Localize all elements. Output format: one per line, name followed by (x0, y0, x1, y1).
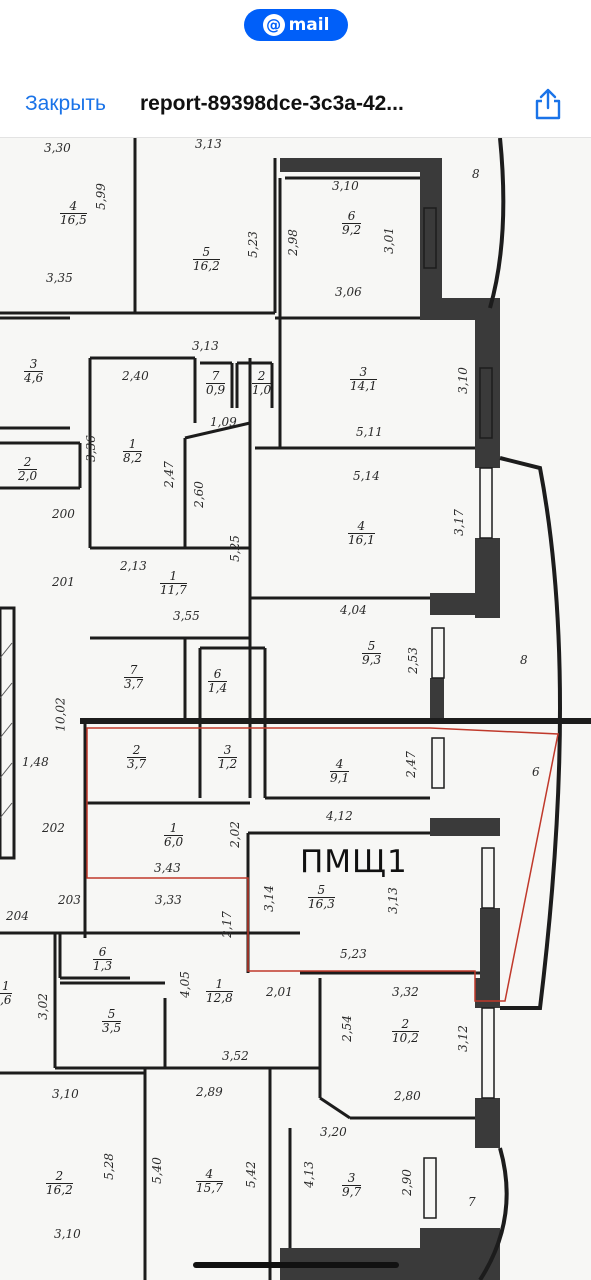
dimension-label: 8 (520, 653, 528, 667)
dimension-label: 5,42 (243, 1161, 258, 1188)
dimension-label: 4,13 (301, 1161, 316, 1188)
dimension-label: 3,01 (381, 227, 396, 254)
dimension-label: 10,02 (53, 697, 68, 732)
premises-label: ПМЩ1 (300, 844, 408, 880)
dimension-label: 3,13 (195, 137, 222, 151)
home-indicator[interactable] (193, 1262, 399, 1268)
dimension-label: 3,13 (385, 887, 400, 914)
dimension-label: 3,33 (155, 893, 182, 907)
dimension-label: 3,02 (35, 993, 50, 1020)
dimension-label: 201 (52, 575, 75, 589)
at-icon: @ (262, 14, 285, 36)
dimension-label: 3,06 (335, 285, 362, 299)
dimension-label: 3,35 (46, 271, 73, 285)
dimension-label: 2,80 (394, 1089, 421, 1103)
dimension-label: 5,99 (93, 183, 108, 210)
dimension-label: 1,09 (210, 415, 237, 429)
dimension-label: 3,10 (332, 179, 359, 193)
document-title: report-89398dce-3c3a-42... (140, 92, 404, 115)
dimension-label: 3,55 (173, 609, 200, 623)
dimension-label: 3,30 (44, 141, 71, 155)
dimension-label: 2,47 (161, 461, 176, 488)
dimension-label: 2,89 (196, 1085, 223, 1099)
dimension-label: 5,25 (227, 535, 242, 562)
dimension-label: 4,05 (177, 971, 192, 998)
close-button[interactable]: Закрыть (25, 92, 106, 115)
room-label: 1,6 (0, 979, 12, 1007)
dimension-label: 5,14 (353, 469, 380, 483)
dimension-label: 3,12 (455, 1025, 470, 1052)
dimension-label: 5,11 (356, 425, 383, 439)
dimension-label: 2,60 (191, 481, 206, 508)
dimension-label: 204 (6, 909, 29, 923)
dimension-label: 3,10 (455, 367, 470, 394)
dimension-label: 5,40 (149, 1157, 164, 1184)
mail-app-badge[interactable]: @ mail (244, 9, 348, 41)
dimension-label: 4,04 (340, 603, 367, 617)
dimension-label: 3,32 (392, 985, 419, 999)
dimension-label: 3,14 (261, 885, 276, 912)
dimension-label: 2,53 (405, 647, 420, 674)
dimension-label: 2,47 (403, 751, 418, 778)
dimension-label: 203 (58, 893, 81, 907)
dimension-label: 202 (42, 821, 65, 835)
dimension-label: 2,17 (219, 911, 234, 938)
dimension-label: 2,02 (227, 821, 242, 848)
dimension-label: 4,12 (326, 809, 353, 823)
dimension-label: 2,40 (122, 369, 149, 383)
share-icon[interactable] (530, 86, 566, 122)
dimension-label: 1,48 (22, 755, 49, 769)
dimension-label: 2,01 (266, 985, 293, 999)
dimension-label: 3,13 (192, 339, 219, 353)
dimension-label: 3,10 (52, 1087, 79, 1101)
dimension-label: 7 (468, 1195, 476, 1209)
dimension-label: 3,43 (154, 861, 181, 875)
dimension-label: 3,10 (54, 1227, 81, 1241)
viewer-header: @ mail Закрыть report-89398dce-3c3a-42..… (0, 0, 591, 138)
mail-badge-label: mail (288, 15, 330, 35)
dimension-label: 8 (472, 167, 480, 181)
dimension-label: 2,13 (120, 559, 147, 573)
dimension-label: 2,98 (285, 229, 300, 256)
dimension-label: 3,36 (83, 435, 98, 462)
dimension-label: 2,90 (399, 1169, 414, 1196)
dimension-label: 3,52 (222, 1049, 249, 1063)
dimension-label: 5,23 (340, 947, 367, 961)
dimension-label: 3,17 (451, 509, 466, 536)
dimension-label: 2,54 (339, 1015, 354, 1042)
dimension-label: 5,23 (245, 231, 260, 258)
floor-plan-drawing (0, 138, 591, 1280)
dimension-label: 3,20 (320, 1125, 347, 1139)
dimension-label: 5,28 (101, 1153, 116, 1180)
dimension-label: 200 (52, 507, 75, 521)
dimension-label: 6 (532, 765, 540, 779)
